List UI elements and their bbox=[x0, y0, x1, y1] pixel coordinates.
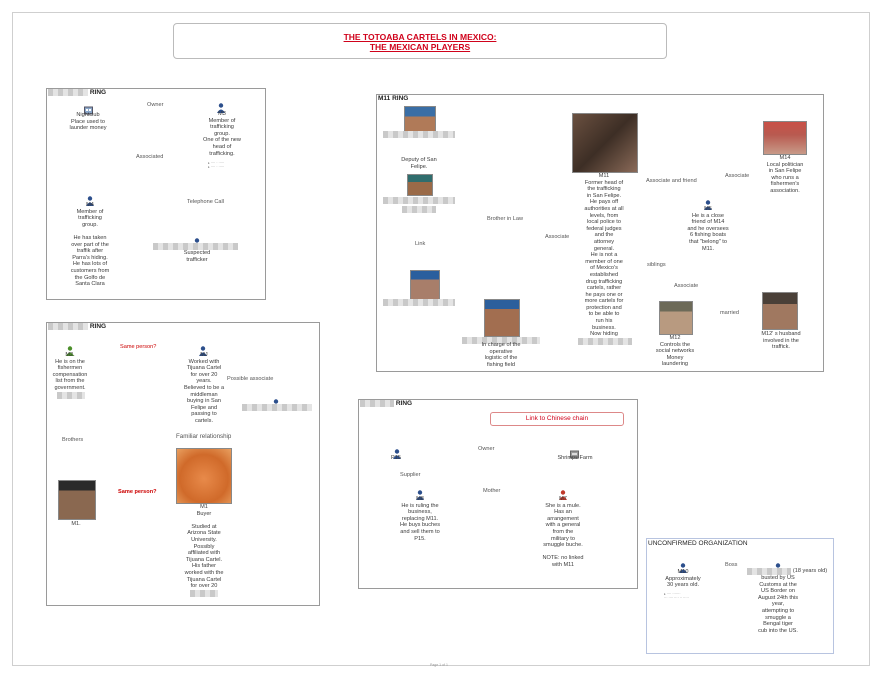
buyer-label: M1 Buyer Studied at Arizona State Univer… bbox=[184, 504, 224, 596]
edge-brothers: Brothers bbox=[61, 437, 85, 443]
title-line-2: THE MEXICAN PLAYERS bbox=[369, 42, 471, 52]
m2-label: M2. He is on the fishermen compensation … bbox=[52, 352, 88, 391]
page-sheet bbox=[12, 12, 870, 666]
person-m7-icon[interactable] bbox=[559, 487, 567, 500]
edge-siblings: siblings bbox=[646, 262, 667, 268]
deputy-photo[interactable] bbox=[404, 106, 436, 132]
m12-label: M12 Controls the social networks Money l… bbox=[655, 335, 695, 368]
edge-boss: Boss bbox=[724, 562, 739, 568]
redacted-name bbox=[48, 89, 88, 96]
m12-husband-label: M12' s husband involved in the traffick. bbox=[761, 331, 801, 351]
m12-photo[interactable] bbox=[659, 301, 693, 335]
edge-brother-in-law: Brother in Law bbox=[486, 216, 525, 222]
nightclub-label: Nightclub Place used to launder money bbox=[69, 112, 107, 132]
m11-photo[interactable] bbox=[572, 113, 638, 173]
redacted-name-bl bbox=[48, 323, 88, 330]
person-mj-icon[interactable] bbox=[199, 343, 207, 356]
m11-redacted-name bbox=[578, 338, 632, 345]
shrimps-farm-icon[interactable] bbox=[570, 446, 579, 459]
deputy-label: Deputy of San Felipe. bbox=[401, 157, 437, 170]
panel-bottom-left-title-text: RING bbox=[89, 323, 107, 331]
person-m5-icon[interactable] bbox=[704, 197, 712, 210]
panel-bottom-left-title: RING bbox=[48, 323, 106, 330]
edge-mother: Mother bbox=[482, 488, 502, 494]
busted-label: busted by US Customs at the US Border on… bbox=[757, 575, 799, 634]
busted-age: (18 years old) bbox=[792, 568, 828, 574]
logistic-label: In charge of the operative logistic of t… bbox=[481, 342, 521, 368]
edge-married: married bbox=[719, 310, 740, 316]
edge-same-person-2: Same person? bbox=[117, 489, 158, 495]
shrimps-farm-label: Shrimps Farm bbox=[557, 455, 593, 461]
person-m3-icon[interactable] bbox=[217, 100, 225, 113]
panel-bottom-center-ring bbox=[358, 399, 638, 589]
edge-associate-3: Associate bbox=[673, 283, 700, 289]
logistic-redacted-name bbox=[462, 337, 540, 344]
edge-owner: Owner bbox=[146, 102, 165, 108]
edge-familiar-relationship: Familiar relationship bbox=[175, 433, 233, 440]
edge-telephone-call: Telephone Call bbox=[186, 199, 226, 205]
person-a-redacted-name-2 bbox=[402, 206, 436, 213]
edge-associate-1: Associate bbox=[724, 173, 751, 179]
redacted-name-bc bbox=[360, 400, 394, 407]
panel-unconfirmed-title: UNCONFIRMED ORGANIZATION bbox=[648, 540, 748, 547]
edge-link: Link bbox=[414, 241, 427, 247]
m10-meta: ▸ ···· ·········· ···· ···· ·· ····· bbox=[664, 592, 689, 600]
person-m10-icon[interactable] bbox=[679, 560, 687, 573]
m11-label: M11 Former head of the trafficking in Sa… bbox=[584, 173, 624, 344]
m14-label: M14 Local politician in San Felipe who r… bbox=[766, 155, 804, 194]
associate-redacted-name bbox=[242, 404, 312, 411]
link-to-chinese-chain-button[interactable]: Link to Chinese chain bbox=[490, 412, 624, 426]
m2-redacted bbox=[57, 392, 85, 399]
m10-label: M10 Approximately 30 years old. bbox=[665, 569, 701, 589]
panel-top-left-title-text: RING bbox=[89, 89, 107, 97]
person-m2-icon[interactable] bbox=[66, 343, 74, 356]
person-a-photo[interactable] bbox=[407, 174, 433, 196]
page-footer: Page 1 of 1 bbox=[430, 663, 448, 667]
trafficker-label: Suspected trafficker bbox=[183, 250, 211, 263]
edge-possible-associate: Possible associate bbox=[226, 376, 275, 382]
panel-top-left-ring bbox=[46, 88, 266, 300]
edge-owner-bc: Owner bbox=[477, 446, 496, 452]
p15-label: P15 bbox=[391, 455, 401, 461]
m5-label: M5 He is a close friend of M14 and he ov… bbox=[687, 206, 729, 252]
person-b-redacted-name bbox=[383, 299, 455, 306]
m12-husband-photo[interactable] bbox=[762, 292, 798, 330]
person-m4-icon[interactable] bbox=[86, 193, 94, 206]
edge-same-person-1: Same person? bbox=[119, 344, 158, 350]
nightclub-icon[interactable] bbox=[84, 102, 93, 115]
panel-bottom-center-title: RING bbox=[360, 400, 412, 407]
busted-redacted-name bbox=[747, 568, 791, 575]
person-a-redacted-name bbox=[383, 197, 455, 204]
m4-label: M4 Member of trafficking group. He has t… bbox=[70, 202, 110, 288]
mj-label: MJ Worked with Tijuana Cartel for over 2… bbox=[183, 352, 225, 424]
person-p15-icon[interactable] bbox=[393, 446, 401, 459]
m7-label: M7 She is a mule. Has an arrangement wit… bbox=[542, 496, 584, 568]
panel-unconfirmed-organization bbox=[646, 538, 834, 654]
panel-bottom-center-title-text: RING bbox=[395, 400, 413, 408]
m1-label: M1. bbox=[71, 521, 81, 527]
trafficker-redacted-name bbox=[153, 243, 238, 250]
edge-associated: Associated bbox=[135, 154, 165, 160]
m3-label: M3 Member of trafficking group. One of t… bbox=[203, 111, 241, 157]
m14-photo[interactable] bbox=[763, 121, 807, 155]
edge-supplier: Supplier bbox=[399, 472, 422, 478]
buyer-redacted bbox=[190, 590, 218, 597]
title-line-1: THE TOTOABA CARTELS IN MEXICO: bbox=[343, 32, 497, 42]
edge-associate-and-friend: Associate and friend bbox=[645, 178, 698, 184]
deputy-redacted-name bbox=[383, 131, 455, 138]
m8-label: M8 He is ruling the business, replacing … bbox=[399, 496, 441, 542]
person-m8-icon[interactable] bbox=[416, 487, 424, 500]
buyer-photo[interactable] bbox=[176, 448, 232, 504]
person-b-photo[interactable] bbox=[410, 270, 440, 300]
edge-associate-2: Associate bbox=[544, 234, 571, 240]
logistic-person-photo[interactable] bbox=[484, 299, 520, 337]
title-box: THE TOTOABA CARTELS IN MEXICO: THE MEXIC… bbox=[173, 23, 667, 59]
panel-top-left-title: RING bbox=[48, 89, 106, 96]
panel-m11-title: M11 RING bbox=[378, 95, 409, 102]
m1-photo[interactable] bbox=[58, 480, 96, 520]
m3-meta: ▸ ···· · ·····▸ ···· · ····· bbox=[208, 161, 225, 169]
